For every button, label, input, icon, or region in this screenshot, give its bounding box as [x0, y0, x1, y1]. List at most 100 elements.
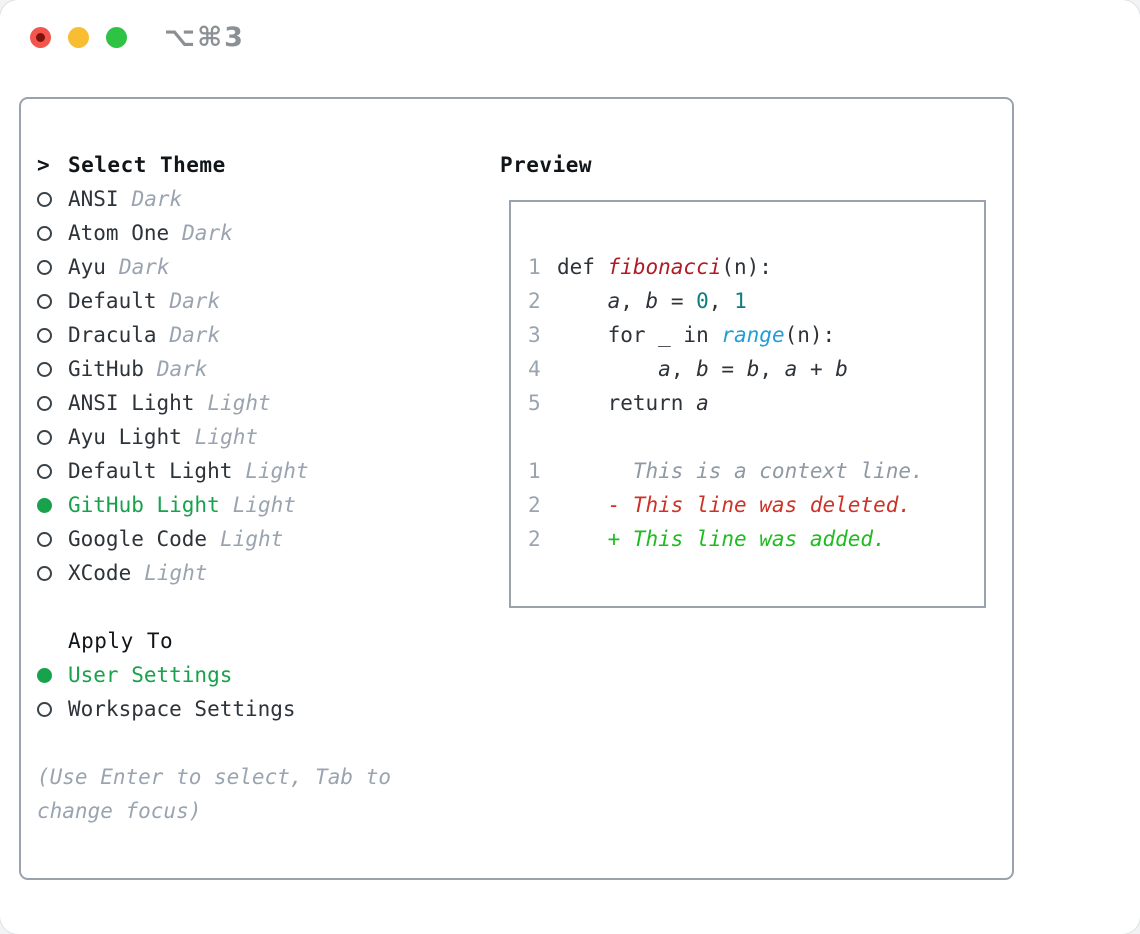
theme-tag: Light — [245, 459, 309, 483]
select-theme-title: Select Theme — [68, 153, 226, 177]
blank-line — [528, 420, 984, 454]
theme-name: XCode — [68, 561, 132, 585]
theme-name: GitHub — [68, 357, 144, 381]
close-button[interactable] — [30, 26, 51, 48]
radio-selected-icon — [37, 497, 52, 513]
radio-icon — [37, 463, 52, 479]
theme-name: Default Light — [68, 459, 233, 483]
theme-tag: Light — [220, 527, 284, 551]
code-text: a, b = b, a + b — [557, 357, 848, 381]
theme-option-google-code-light[interactable]: Google Code Light — [37, 522, 391, 556]
window-title: ⌥⌘3 — [164, 21, 245, 53]
theme-name: ANSI Light — [68, 391, 195, 415]
line-number: 3 — [528, 323, 541, 347]
theme-tag: Dark — [182, 221, 233, 245]
code-line: 4 a, b = b, a + b — [528, 352, 984, 386]
diff-deleted-text: - This line was deleted. — [557, 493, 912, 517]
theme-option-ayu-dark[interactable]: Ayu Dark — [37, 250, 391, 284]
theme-option-github-light[interactable]: GitHub Light Light — [37, 488, 391, 522]
code-text: return a — [557, 391, 709, 415]
radio-icon — [37, 395, 52, 411]
theme-tag: Light — [194, 425, 259, 449]
code-token: , — [708, 289, 735, 313]
code-text: for _ in range(n): — [557, 323, 836, 347]
theme-option-ansi-dark[interactable]: ANSI Dark — [37, 182, 391, 216]
help-text-line: (Use Enter to select, Tab to — [37, 765, 392, 789]
diff-deleted-line: 2 - This line was deleted. — [528, 488, 984, 522]
radio-icon — [37, 191, 52, 207]
zoom-button[interactable] — [106, 26, 127, 48]
code-text: a, b = 0, 1 — [557, 289, 747, 313]
theme-tag: Dark — [118, 255, 170, 279]
line-number: 4 — [528, 357, 541, 381]
number-token: 1 — [734, 289, 747, 313]
preview-box: 1 def fibonacci(n): 2 a, b = 0, 1 3 for … — [509, 200, 986, 608]
code-token: + — [797, 357, 836, 381]
code-token — [557, 289, 608, 313]
code-token — [557, 357, 658, 381]
theme-tag: Dark — [169, 323, 221, 347]
variable-token: a — [784, 357, 798, 381]
titlebar: ⌥⌘3 — [30, 22, 245, 53]
code-line: 5 return a — [528, 386, 984, 420]
theme-option-default-dark[interactable]: Default Dark — [37, 284, 391, 318]
apply-option-workspace-settings[interactable]: Workspace Settings — [37, 692, 391, 726]
code-line: 2 a, b = 0, 1 — [528, 284, 984, 318]
theme-option-dracula-dark[interactable]: Dracula Dark — [37, 318, 391, 352]
radio-icon — [37, 327, 52, 343]
radio-icon — [37, 361, 52, 377]
cursor-icon: > — [37, 153, 50, 177]
spacer — [37, 590, 391, 624]
line-number: 5 — [528, 391, 541, 415]
radio-icon — [37, 429, 52, 445]
theme-name: GitHub Light — [68, 493, 220, 517]
apply-option-label: Workspace Settings — [68, 697, 296, 721]
theme-name: Default — [68, 289, 157, 313]
theme-tag: Dark — [156, 357, 208, 381]
code-token: , — [759, 357, 785, 381]
theme-picker-panel: > Select Theme ANSI Dark Atom One Dark A… — [19, 97, 1014, 880]
code-token: = — [708, 357, 747, 381]
diff-context-line: 1 This is a context line. — [528, 454, 984, 488]
apply-to-header: Apply To — [37, 624, 391, 658]
theme-name: Ayu Light — [68, 425, 182, 449]
builtin-token: range — [721, 323, 785, 347]
code-token: (n): — [721, 255, 772, 279]
theme-tag: Dark — [131, 187, 183, 211]
variable-token: a — [658, 357, 671, 381]
code-token: , — [670, 357, 697, 381]
spacer — [37, 726, 391, 760]
theme-option-ansi-light[interactable]: ANSI Light Light — [37, 386, 391, 420]
variable-token: b — [696, 357, 709, 381]
radio-icon — [37, 259, 52, 275]
line-number: 1 — [528, 255, 541, 279]
diff-added-text: + This line was added. — [557, 527, 886, 551]
variable-token: b — [746, 357, 760, 381]
apply-option-user-settings[interactable]: User Settings — [37, 658, 391, 692]
code-token: , — [620, 289, 646, 313]
line-number: 1 — [528, 459, 541, 483]
help-text-line: change focus) — [37, 799, 202, 823]
variable-token: b — [835, 357, 848, 381]
select-theme-header: > Select Theme — [37, 148, 391, 182]
theme-tag: Dark — [169, 289, 221, 313]
line-number: 2 — [528, 493, 541, 517]
theme-name: ANSI — [68, 187, 119, 211]
apply-option-label: User Settings — [68, 663, 233, 687]
apply-to-title: Apply To — [68, 629, 174, 653]
minimize-button[interactable] — [68, 26, 89, 48]
line-number: 2 — [528, 527, 541, 551]
theme-option-xcode-light[interactable]: XCode Light — [37, 556, 391, 590]
theme-option-ayu-light[interactable]: Ayu Light Light — [37, 420, 391, 454]
theme-option-default-light[interactable]: Default Light Light — [37, 454, 391, 488]
theme-option-github-dark[interactable]: GitHub Dark — [37, 352, 391, 386]
theme-tag: Light — [232, 493, 296, 517]
theme-name: Dracula — [68, 323, 157, 347]
variable-token: a — [696, 391, 709, 415]
code-token: def — [557, 255, 608, 279]
radio-selected-icon — [37, 667, 52, 683]
theme-option-atom-one-dark[interactable]: Atom One Dark — [37, 216, 391, 250]
theme-name: Google Code — [68, 527, 208, 551]
theme-list: > Select Theme ANSI Dark Atom One Dark A… — [37, 148, 391, 828]
